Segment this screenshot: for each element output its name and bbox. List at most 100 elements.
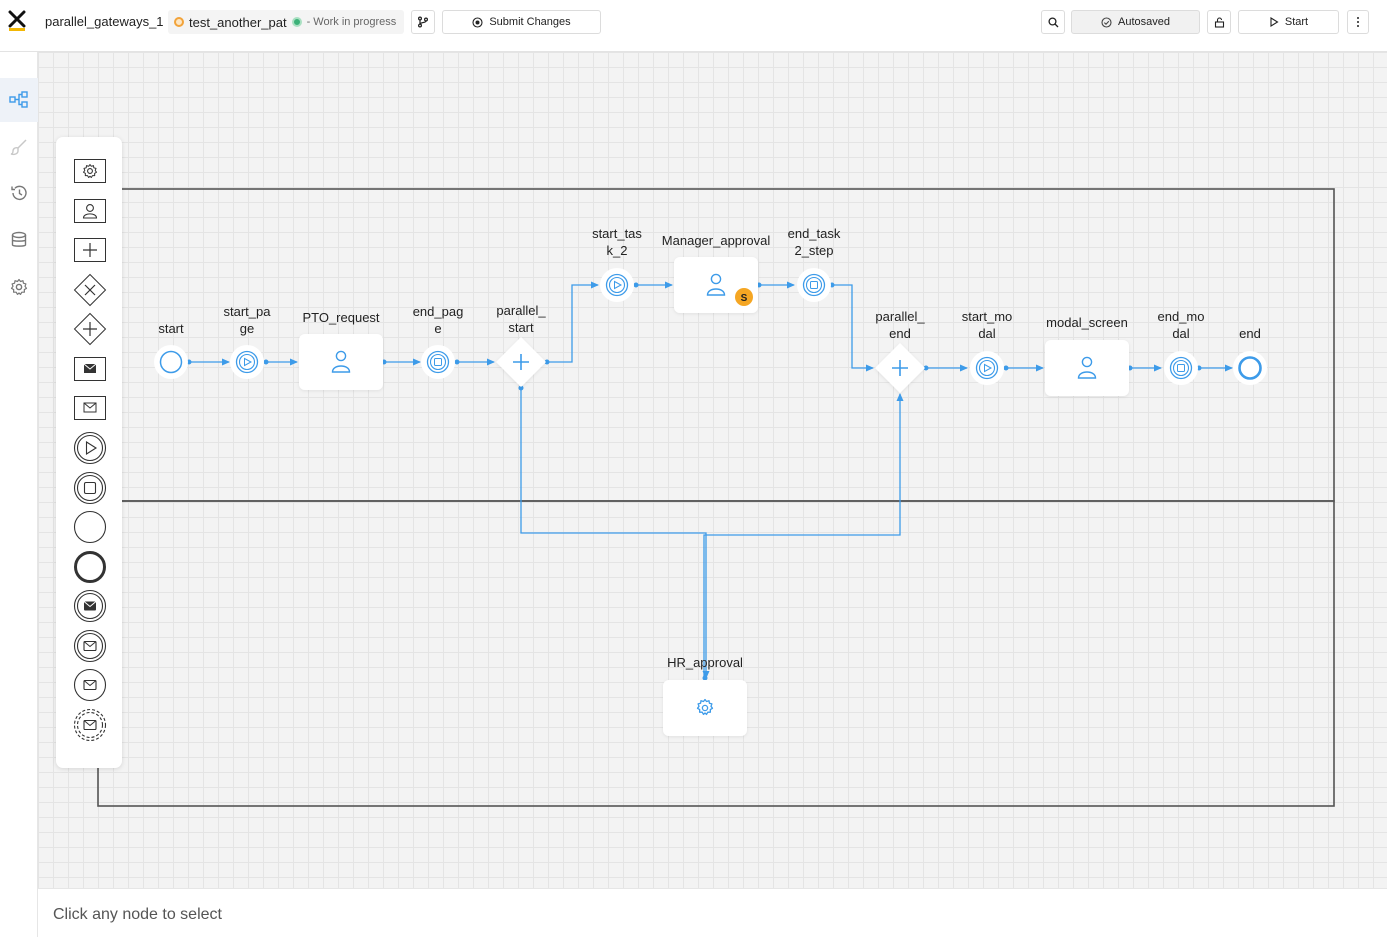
- node-end-task-2-step[interactable]: end_task 2_step: [788, 226, 841, 302]
- node-start-task-2[interactable]: start_tas k_2: [592, 226, 642, 302]
- exclusive-gateway-icon: [73, 273, 107, 307]
- message-catch-event-icon: [73, 629, 107, 663]
- more-vertical-icon: [1357, 17, 1359, 27]
- node-parallel-start-label-1: parallel_: [496, 303, 546, 318]
- node-modal-screen[interactable]: modal_screen: [1045, 315, 1129, 396]
- flow-parallel-start-to-start-task2[interactable]: [547, 281, 599, 363]
- process-name[interactable]: parallel_gateways_1: [45, 14, 164, 29]
- node-manager-approval-label: Manager_approval: [662, 233, 771, 248]
- palette-service-task[interactable]: [73, 154, 107, 188]
- node-start-label: start: [158, 321, 184, 336]
- palette-end-event[interactable]: [73, 550, 107, 584]
- play-icon: [244, 357, 253, 367]
- lock-button[interactable]: [1207, 10, 1231, 34]
- end-event-icon: [74, 551, 106, 583]
- node-parallel-start-label-2: start: [508, 320, 534, 335]
- swimlane-2[interactable]: [97, 500, 1335, 807]
- palette-subprocess[interactable]: [73, 233, 107, 267]
- wip-status-icon: [291, 17, 302, 27]
- node-end-modal[interactable]: end_mo dal: [1158, 309, 1205, 385]
- node-start[interactable]: start: [154, 321, 188, 379]
- node-end-page-label-2: e: [434, 321, 441, 336]
- flow-parallel-start-to-hr[interactable]: [520, 388, 710, 679]
- submit-changes-label: Submit Changes: [489, 16, 571, 28]
- node-manager-approval[interactable]: S Manager_approval: [662, 233, 771, 313]
- end-subprocess-event-icon: [73, 471, 107, 505]
- node-palette: [56, 137, 122, 768]
- history-icon: [11, 185, 27, 201]
- message-throw-event-icon: [73, 589, 107, 623]
- stop-icon: [434, 358, 442, 366]
- stop-icon: [810, 281, 818, 289]
- submit-changes-button[interactable]: Submit Changes: [442, 10, 601, 34]
- start-button[interactable]: Start: [1238, 10, 1339, 34]
- palette-message-start-event[interactable]: [73, 668, 107, 702]
- flow-end-task2-to-parallel-end[interactable]: [832, 284, 874, 372]
- sidebar-item-theme[interactable]: [0, 125, 38, 169]
- message-non-interrupting-event-icon: [73, 708, 107, 742]
- sidebar-item-settings[interactable]: [0, 265, 38, 309]
- palette-start-subprocess-event[interactable]: [73, 431, 107, 465]
- branch-button[interactable]: [411, 10, 435, 34]
- user-task-icon: [1077, 356, 1097, 379]
- brush-icon: [10, 139, 27, 156]
- node-start-page-label-1: start_pa: [224, 304, 272, 319]
- node-parallel-end-label-2: end: [889, 326, 911, 341]
- play-icon: [614, 280, 623, 290]
- node-parallel-end[interactable]: parallel_ end: [875, 309, 925, 393]
- branch-status-text: - Work in progress: [306, 16, 397, 28]
- palette-end-subprocess-event[interactable]: [73, 471, 107, 505]
- node-end[interactable]: end: [1233, 326, 1267, 385]
- node-parallel-start[interactable]: parallel_ start: [496, 303, 546, 387]
- start-subprocess-event-icon: [73, 431, 107, 465]
- app-logo-icon[interactable]: [8, 10, 26, 32]
- user-task-icon: [74, 199, 106, 223]
- node-hr-approval[interactable]: HR_approval: [663, 655, 747, 736]
- node-pto-request[interactable]: PTO_request: [299, 310, 383, 390]
- sidebar-item-process-map[interactable]: [0, 78, 38, 122]
- unlock-icon: [1214, 16, 1224, 28]
- node-start-page[interactable]: start_pa ge: [224, 304, 272, 379]
- palette-exclusive-gateway[interactable]: [73, 273, 107, 307]
- node-parallel-end-label-1: parallel_: [875, 309, 925, 324]
- palette-message-catch-event[interactable]: [73, 629, 107, 663]
- node-start-modal-label-1: start_mo: [962, 309, 1013, 324]
- palette-message-non-interrupting-event[interactable]: [73, 708, 107, 742]
- node-start-modal[interactable]: start_mo dal: [962, 309, 1013, 385]
- node-start-page-label-2: ge: [240, 321, 254, 336]
- node-hr-approval-label: HR_approval: [667, 655, 743, 670]
- git-branch-icon: [418, 16, 428, 28]
- diagram-canvas[interactable]: start start_pa ge PTO_request end: [38, 52, 1387, 888]
- sidebar-item-data[interactable]: [0, 218, 38, 262]
- node-start-modal-label-2: dal: [978, 326, 995, 341]
- node-end-modal-label-2: dal: [1172, 326, 1189, 341]
- stop-icon: [1177, 364, 1185, 372]
- start-label: Start: [1284, 16, 1309, 28]
- selection-hint: Click any node to select: [53, 906, 222, 923]
- message-boundary-event-icon: [73, 668, 107, 702]
- node-end-task-2-label-2: 2_step: [794, 243, 833, 258]
- autosaved-label: Autosaved: [1118, 16, 1170, 28]
- settings-icon: [10, 278, 28, 295]
- left-sidebar: [0, 52, 38, 937]
- message-send-task-icon: [74, 357, 106, 381]
- more-options-button[interactable]: [1347, 10, 1369, 34]
- palette-parallel-gateway[interactable]: [73, 312, 107, 346]
- sidebar-item-history[interactable]: [0, 171, 38, 215]
- node-modal-screen-label: modal_screen: [1046, 315, 1128, 330]
- autosaved-indicator: Autosaved: [1071, 10, 1200, 34]
- search-button[interactable]: [1041, 10, 1065, 34]
- node-start-task-2-label-2: k_2: [607, 243, 628, 258]
- palette-start-event[interactable]: [73, 510, 107, 544]
- branch-name: test_another_pat: [189, 14, 287, 30]
- palette-receive-message-task[interactable]: [73, 391, 107, 425]
- process-diagram: start start_pa ge PTO_request end: [97, 188, 1335, 807]
- palette-user-task[interactable]: [73, 194, 107, 228]
- palette-message-throw-event[interactable]: [73, 589, 107, 623]
- palette-send-message-task[interactable]: [73, 352, 107, 386]
- branch-status-icon: [174, 17, 184, 27]
- node-end-page[interactable]: end_pag e: [413, 304, 464, 379]
- flow-hr-to-parallel-end[interactable]: [703, 393, 904, 678]
- check-circle-icon: [1101, 16, 1112, 28]
- branch-selector[interactable]: test_another_pat - Work in progress: [168, 10, 405, 34]
